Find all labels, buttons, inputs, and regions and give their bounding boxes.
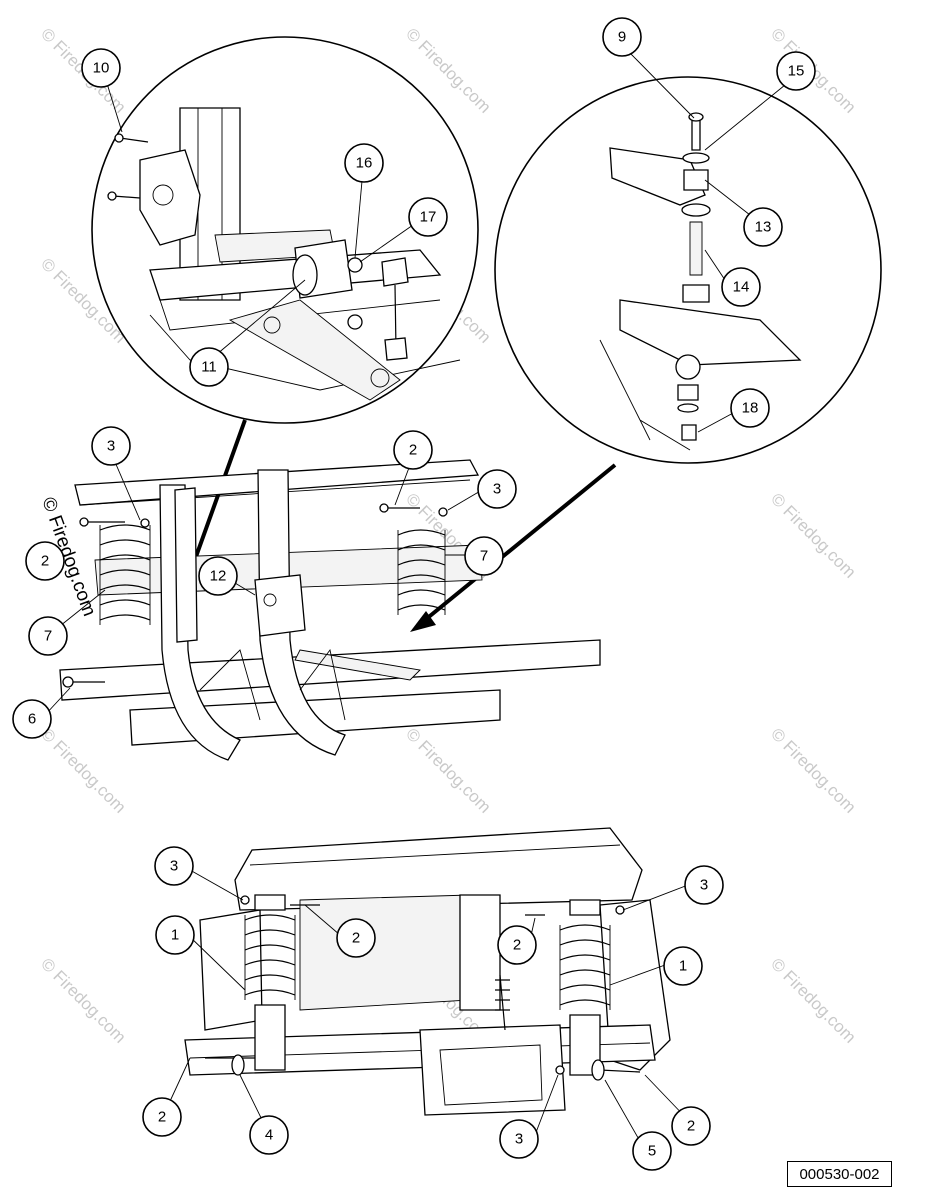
rear-coil-spring-left <box>244 894 296 1071</box>
svg-text:3: 3 <box>700 877 708 894</box>
svg-text:3: 3 <box>515 1131 523 1148</box>
front-suspension-view <box>44 459 601 761</box>
watermark: © Firedog.com <box>37 724 129 816</box>
svg-text:2: 2 <box>687 1118 695 1135</box>
callout-3: 3 <box>499 1119 539 1159</box>
svg-text:2: 2 <box>352 930 360 947</box>
rear-suspension-view <box>164 827 691 1151</box>
svg-text:3: 3 <box>493 481 501 498</box>
svg-text:14: 14 <box>733 279 750 296</box>
callout-2: 2 <box>497 925 537 965</box>
coil-spring-left <box>99 524 151 625</box>
svg-text:2: 2 <box>41 553 49 570</box>
svg-text:2: 2 <box>513 937 521 954</box>
svg-text:10: 10 <box>93 60 110 77</box>
svg-text:1: 1 <box>171 927 179 944</box>
callout-7: 7 <box>28 616 68 656</box>
svg-text:9: 9 <box>618 29 626 46</box>
callout-2: 2 <box>336 918 376 958</box>
svg-text:11: 11 <box>201 359 217 376</box>
callout-3: 3 <box>684 865 724 905</box>
svg-text:15: 15 <box>788 63 805 80</box>
svg-text:5: 5 <box>648 1143 656 1160</box>
watermark: © Firedog.com <box>767 954 859 1046</box>
callout-3: 3 <box>154 846 194 886</box>
coil-spring-right <box>397 529 446 615</box>
svg-text:7: 7 <box>480 548 488 565</box>
callout-18: 18 <box>730 388 770 428</box>
callout-3: 3 <box>477 469 517 509</box>
callout-3: 3 <box>91 426 131 466</box>
svg-text:2: 2 <box>158 1109 166 1126</box>
svg-text:13: 13 <box>755 219 772 236</box>
callout-14: 14 <box>721 267 761 307</box>
callout-2: 2 <box>671 1106 711 1146</box>
callout-10: 10 <box>81 48 121 88</box>
detail-view-right <box>494 52 882 464</box>
svg-text:12: 12 <box>210 568 227 585</box>
callout-2: 2 <box>25 541 65 581</box>
callout-6: 6 <box>12 699 52 739</box>
watermark: © Firedog.com <box>767 489 859 581</box>
callout-2: 2 <box>393 430 433 470</box>
figure-reference-label: 000530-002 <box>787 1161 892 1187</box>
callout-15: 15 <box>776 51 816 91</box>
svg-text:6: 6 <box>28 711 36 728</box>
svg-text:17: 17 <box>420 209 437 226</box>
svg-text:18: 18 <box>742 400 759 417</box>
svg-text:3: 3 <box>107 438 115 455</box>
svg-text:7: 7 <box>44 628 52 645</box>
detail-view-left <box>91 36 479 424</box>
svg-text:1: 1 <box>679 958 687 975</box>
svg-text:4: 4 <box>265 1127 273 1144</box>
callout-5: 5 <box>632 1131 672 1171</box>
callout-9: 9 <box>602 17 642 57</box>
svg-text:3: 3 <box>170 858 178 875</box>
rear-coil-spring-right <box>559 899 611 1076</box>
watermark: © Firedog.com <box>767 724 859 816</box>
callout-7: 7 <box>464 536 504 576</box>
svg-text:16: 16 <box>356 155 373 172</box>
callout-4: 4 <box>249 1115 289 1155</box>
callout-17: 17 <box>408 197 448 237</box>
callout-16: 16 <box>344 143 384 183</box>
callout-13: 13 <box>743 207 783 247</box>
svg-text:2: 2 <box>409 442 417 459</box>
callout-11: 11 <box>189 347 229 387</box>
callout-2: 2 <box>142 1097 182 1137</box>
watermark: © Firedog.com <box>37 954 129 1046</box>
callout-12: 12 <box>198 556 238 596</box>
watermark: © Firedog.com <box>402 724 494 816</box>
callout-1: 1 <box>155 915 195 955</box>
callout-1: 1 <box>663 946 703 986</box>
